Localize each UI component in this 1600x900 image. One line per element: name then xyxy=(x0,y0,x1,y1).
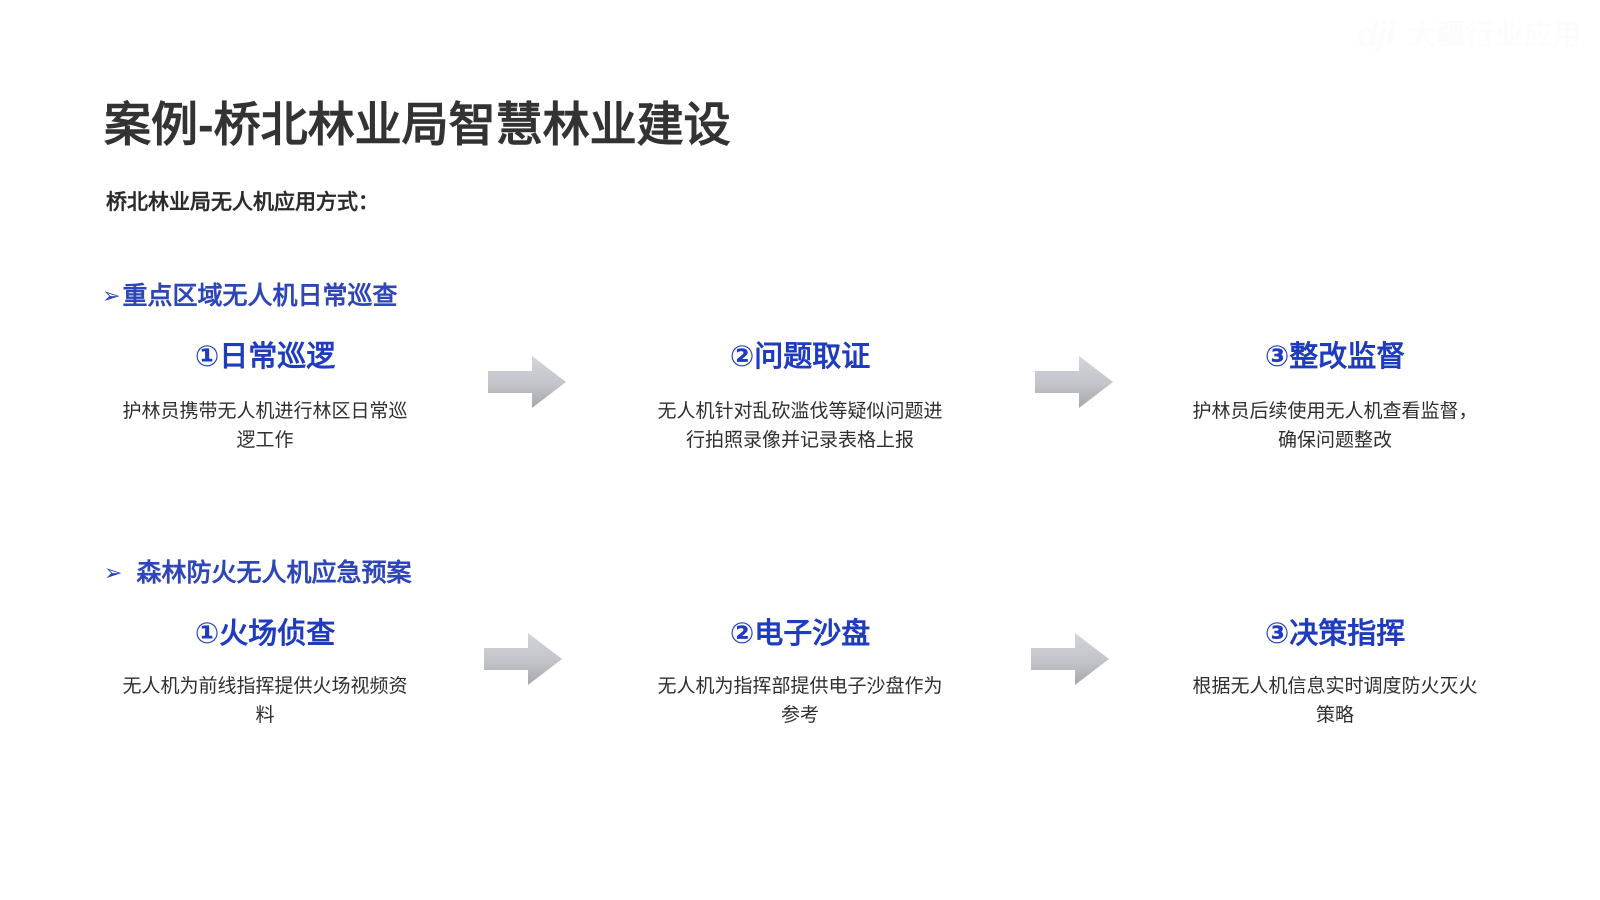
arrow-right-icon xyxy=(1031,354,1117,410)
flow-step-3: ③决策指挥 根据无人机信息实时调度防火灭火策略 xyxy=(1170,617,1500,731)
flow-step-1: ①日常巡逻 护林员携带无人机进行林区日常巡逻工作 xyxy=(100,340,430,456)
flow-step-title: ③决策指挥 xyxy=(1264,618,1406,650)
flow-step-2: ②电子沙盘 无人机为指挥部提供电子沙盘作为参考 xyxy=(635,617,965,731)
flow-step-1: ①火场侦查 无人机为前线指挥提供火场视频资料 xyxy=(100,617,430,731)
page-title: 案例-桥北林业局智慧林业建设 xyxy=(104,98,731,151)
arrow-right-icon xyxy=(480,631,566,687)
flow-step-description: 无人机针对乱砍滥伐等疑似问题进行拍照录像并记录表格上报 xyxy=(657,400,943,452)
dji-watermark: dji 大疆行业应用 xyxy=(1357,18,1582,52)
arrow-right-icon xyxy=(1027,631,1113,687)
flow-step-description: 护林员携带无人机进行林区日常巡逻工作 xyxy=(122,400,408,452)
dji-logo-icon: dji xyxy=(1357,16,1395,54)
arrow-bullet-icon: ➢ xyxy=(104,560,123,585)
flow-row-daily-patrol: ①日常巡逻 护林员携带无人机进行林区日常巡逻工作 ②问题取证 无人机针对乱砍滥伐… xyxy=(100,340,1500,456)
section-header-label: 森林防火无人机应急预案 xyxy=(136,559,412,587)
flow-step-title: ①日常巡逻 xyxy=(194,341,336,373)
flow-step-description: 无人机为指挥部提供电子沙盘作为参考 xyxy=(657,675,943,727)
flow-step-description: 护林员后续使用无人机查看监督，确保问题整改 xyxy=(1192,400,1478,452)
flow-step-2: ②问题取证 无人机针对乱砍滥伐等疑似问题进行拍照录像并记录表格上报 xyxy=(635,340,965,456)
section-header-label: 重点区域无人机日常巡查 xyxy=(122,282,398,310)
section-header-daily-patrol: ➢ 重点区域无人机日常巡查 xyxy=(102,276,397,312)
flow-step-title: ①火场侦查 xyxy=(194,618,336,650)
flow-step-description: 根据无人机信息实时调度防火灭火策略 xyxy=(1192,675,1478,727)
page-subtitle: 桥北林业局无人机应用方式： xyxy=(106,191,379,214)
flow-step-description: 无人机为前线指挥提供火场视频资料 xyxy=(122,675,408,727)
flow-step-title: ②问题取证 xyxy=(729,341,871,373)
flow-row-fire-prevention: ①火场侦查 无人机为前线指挥提供火场视频资料 ②电子沙盘 无人机为指挥部提供电子… xyxy=(100,617,1500,731)
flow-step-title: ②电子沙盘 xyxy=(729,618,871,650)
watermark-brand-text: 大疆行业应用 xyxy=(1407,19,1582,50)
flow-step-title: ③整改监督 xyxy=(1264,341,1406,373)
arrow-bullet-icon: ➢ xyxy=(102,283,121,308)
arrow-right-icon xyxy=(484,354,570,410)
section-header-fire-prevention: ➢ 森林防火无人机应急预案 xyxy=(104,553,411,589)
flow-step-3: ③整改监督 护林员后续使用无人机查看监督，确保问题整改 xyxy=(1170,340,1500,456)
